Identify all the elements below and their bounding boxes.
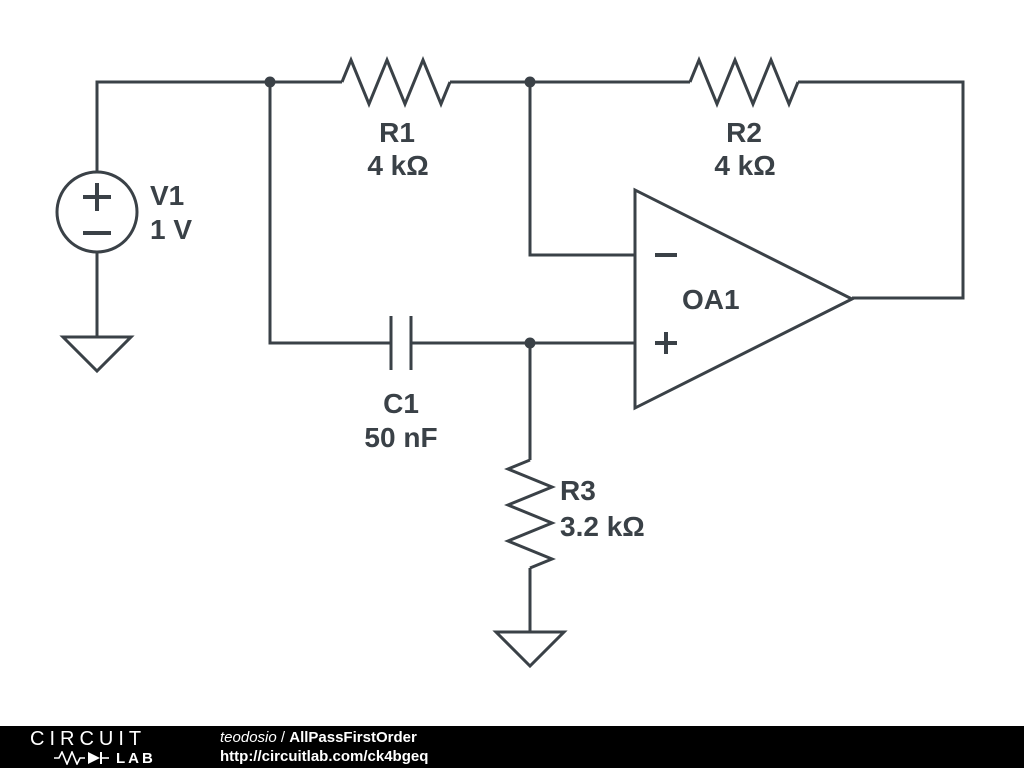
component-ref-r1: R1 (379, 117, 415, 148)
component-ref-r2: R2 (726, 117, 762, 148)
component-r1-resistor[interactable]: R1 4 kΩ (340, 56, 452, 181)
component-ref-oa1: OA1 (682, 284, 740, 315)
resistor-zigzag-r1 (340, 56, 452, 108)
resistor-zigzag-r3 (504, 458, 556, 570)
footer-bar: CIRCUIT LAB teodosio / AllPassFirstOrder… (0, 726, 1024, 768)
noninverting-input-plus-icon (655, 332, 677, 354)
circuitlab-logo-lab-row: LAB (54, 751, 182, 766)
author-name: teodosio (220, 729, 277, 746)
opamp-triangle (633, 187, 856, 411)
ground-symbol-r3 (492, 630, 568, 669)
wire-r2-to-opamp-output (798, 80, 965, 300)
author-title-line: teodosio / AllPassFirstOrder (220, 728, 428, 747)
circuitlab-logo: CIRCUIT LAB (30, 729, 182, 766)
component-ref-r3: R3 (560, 475, 596, 506)
junction-dot (524, 76, 536, 88)
voltage-source-circle (55, 170, 139, 254)
component-value-r1: 4 kΩ (367, 150, 428, 181)
plus-polarity-icon (83, 183, 111, 211)
ground-symbol-v1 (59, 335, 135, 374)
circuit-schematic: V1 1 V R1 4 kΩ R2 4 kΩ C1 50 nF R3 3.2 k… (55, 56, 965, 669)
junction-dot (524, 337, 536, 349)
component-value-r2: 4 kΩ (714, 150, 775, 181)
component-r2-resistor[interactable]: R2 4 kΩ (688, 56, 800, 181)
component-value-r3: 3.2 kΩ (560, 511, 645, 542)
component-r3-resistor[interactable]: R3 3.2 kΩ (504, 458, 645, 570)
wire-source-to-r1 (95, 80, 342, 172)
component-oa1-opamp[interactable]: OA1 (633, 187, 856, 411)
author-title-separator: / (276, 729, 290, 746)
junction-dot (264, 76, 276, 88)
component-c1-capacitor[interactable]: C1 50 nF (364, 316, 438, 453)
resistor-diode-icon (54, 751, 109, 765)
schematic-title: AllPassFirstOrder (289, 729, 417, 746)
circuitlab-logo-wordmark: CIRCUIT (30, 727, 147, 750)
wire-to-inverting-input (528, 82, 635, 257)
component-ref-c1: C1 (383, 388, 419, 419)
schematic-url: http://circuitlab.com/ck4bgeq (220, 748, 429, 765)
circuitlab-logo-lab-text: LAB (116, 749, 156, 767)
component-value-v1: 1 V (150, 214, 192, 245)
resistor-zigzag-r2 (688, 56, 800, 108)
credits-block: teodosio / AllPassFirstOrder http://circ… (220, 728, 428, 766)
component-ref-v1: V1 (150, 180, 184, 211)
component-value-c1: 50 nF (364, 422, 437, 453)
component-v1-voltage-source[interactable]: V1 1 V (55, 170, 192, 254)
wire-source-to-capacitor (268, 82, 391, 345)
